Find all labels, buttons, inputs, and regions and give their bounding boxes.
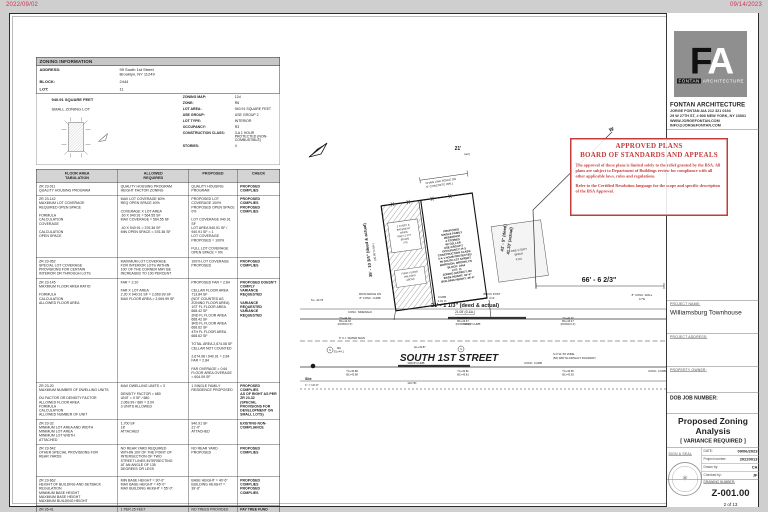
property-owner-section: PROPERTY OWNER: (667, 366, 759, 392)
dob-section: DOB JOB NUMBER: (667, 392, 759, 413)
table-row: ZR 23-052 SPECIAL LOT COVERAGE PROVISION… (36, 257, 280, 279)
logo-letter-f: F (689, 39, 711, 82)
zoning-fact-row: OCCUPANCY:R3 (182, 125, 240, 130)
zoning-info-rows: ADDRESS:99 South 1st Street Brooklyn, NY… (36, 66, 280, 94)
project-name-value: Williamsburg Townhouse (670, 308, 742, 317)
zoning-fact-row: CONSTRUCTION CLASS:3-A 1 HOUR PROTECTED … (182, 131, 268, 143)
sheet-field-row: Project number:20220013 (702, 457, 759, 464)
zoning-info-row: LOT:11 (39, 87, 124, 92)
timestamp-top-left: 2022/09/02 (6, 2, 39, 8)
logo-caption-1: FONTAN (677, 78, 702, 84)
stamp-box (667, 129, 759, 300)
table-row: ZR 23-142 MAXIMUM LOT COVERAGE REQUIRED … (36, 195, 280, 258)
zoning-info-row: ADDRESS:99 South 1st Street Brooklyn, NY… (39, 67, 155, 77)
lot-diagram (61, 117, 108, 158)
architect-seal (668, 462, 702, 496)
table-row: ZR 23-20 MAXIMUM NUMBER OF DWELLING UNIT… (36, 382, 280, 420)
zoning-fact-row: ZONING MAP:12d (182, 95, 241, 100)
project-address-section: PROJECT ADDRESS: (667, 333, 759, 366)
sheet-field-row: Drawn by:CA (702, 465, 759, 472)
table-row: ZR 23-145 MAXIMUM FLOOR AREA RATIO FORMU… (36, 278, 280, 383)
dob-label: DOB JOB NUMBER: (670, 395, 718, 402)
sheet-title-line1: Proposed Zoning (678, 416, 748, 427)
bsa-approval-stamp: APPROVED PLANS BOARD OF STANDARDS AND AP… (570, 138, 728, 216)
zoning-fact-row: LOT AREA:940.91 SQUARE FEET (182, 107, 272, 112)
timestamp-top-right: 09/14/2023 (729, 2, 762, 8)
firm-web: WWW.JORGEFONTAN.COM INFO@JORGEFONTAN.COM (670, 118, 721, 128)
stamp-paragraph-1: The approval of these plans is limited s… (575, 162, 721, 179)
table-row: ZR 23-542 OTHER SPECIAL PROVISIONS FOR R… (36, 444, 280, 477)
firm-name: FONTAN ARCHITECTURE (670, 101, 746, 108)
sheet-title-variance: [ VARIANCE REQUIRED ] (680, 438, 746, 445)
logo-caption-2: ARCHITECTURE (702, 78, 744, 84)
sheet-title-line2: Analysis (695, 426, 731, 436)
zoning-info-row: BLOCK:2444 (39, 79, 129, 85)
lot-type-note: SMALL ZONING LOT (51, 107, 91, 112)
firm-phone: JORGE FONTAN AIA 212 321 0194 (670, 108, 731, 114)
stamp-paragraph-2: Refer to the Certified Resolution langua… (575, 183, 720, 194)
firm-address: 29 W 27TH ST, # 600 NEW YORK, NY 10001 (670, 113, 747, 119)
stamp-title-1: APPROVED PLANS (615, 142, 683, 151)
sheet-field-row: DATE:09/06/2023 (702, 449, 759, 456)
zoning-fact-row: USE GROUP:USE GROUP 2 (182, 113, 259, 118)
sign-seal-label: SIGN & SEAL (668, 452, 692, 457)
property-owner-label: PROPERTY OWNER: (670, 368, 707, 373)
zoning-fact-row: LOT TYPE:INTERIOR (182, 119, 252, 124)
zoning-facts: 940.91 SQUARE FEET SMALL ZONING LOT ZONI… (36, 93, 280, 165)
zoning-analysis-table: ZONING INFORMATION ADDRESS:99 South 1st … (36, 57, 280, 512)
drawing-number-section: DRAWING NUMBER: Z-001.00 2 of 13 (667, 479, 759, 507)
lot-area-note: 940.91 SQUARE FEET (51, 97, 94, 103)
table-row: ZR 23-662 HEIGHT OF BUILDING AND SETBACK… (36, 476, 280, 507)
firm-info: FONTAN ARCHITECTURE JORGE FONTAN AIA 212… (670, 101, 756, 128)
project-address-label: PROJECT ADDRESS: (670, 335, 708, 340)
sheet-title-section: Proposed Zoning Analysis [ VARIANCE REQU… (667, 413, 759, 447)
logo-letter-a: A (707, 39, 734, 82)
drawing-number: Z-001.00 (711, 488, 750, 499)
stamp-title-2: BOARD OF STANDARDS AND APPEALS (580, 151, 718, 160)
table-row: ZR 23-32 MINIMUM LOT AREA AND WIDTH MINI… (36, 419, 280, 445)
zoning-fact-row: STORIES:4 (182, 144, 237, 149)
project-name-section: PROJECT NAME: Williamsburg Townhouse (667, 300, 759, 333)
zoning-fact-row: ZONE:R6 (182, 101, 240, 106)
sheet-index: 2 of 13 (723, 502, 738, 507)
project-name-label: PROJECT NAME: (670, 302, 701, 307)
drawing-number-label: DRAWING NUMBER: (703, 480, 735, 485)
zoning-info-header: ZONING INFORMATION (36, 57, 280, 66)
